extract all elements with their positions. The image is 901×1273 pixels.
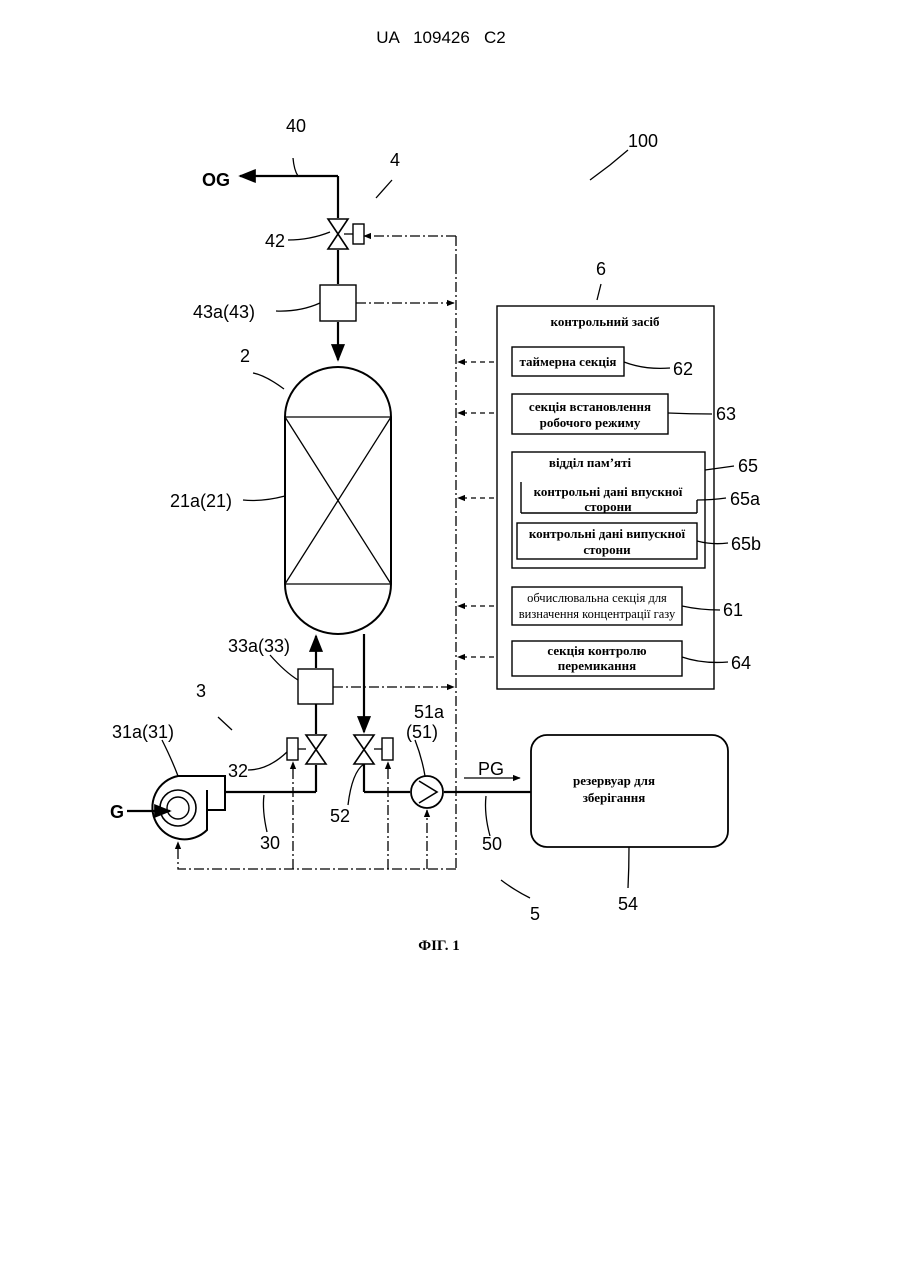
ref-51a: 51a bbox=[414, 702, 445, 722]
outlet-data-label-line2: сторони bbox=[583, 542, 631, 557]
switch-section-label-line1: секція контролю bbox=[547, 643, 646, 658]
ref-31a: 31a(31) bbox=[112, 722, 174, 742]
inlet-data-label-line1: контрольні дані впускної bbox=[534, 484, 683, 499]
memory-section-label: відділ пам’яті bbox=[549, 455, 632, 470]
ref-65b: 65b bbox=[731, 534, 761, 554]
calc-section-label-line2: визначення концентрації газу bbox=[519, 607, 676, 621]
ref-51: (51) bbox=[406, 722, 438, 742]
ref-g: G bbox=[110, 802, 124, 822]
blower-31a bbox=[152, 776, 225, 839]
ref-30: 30 bbox=[260, 833, 280, 853]
ref-21a: 21a(21) bbox=[170, 491, 232, 511]
outlet-data-label-line1: контрольні дані випускної bbox=[529, 526, 686, 541]
ref-33a: 33a(33) bbox=[228, 636, 290, 656]
ref-64: 64 bbox=[731, 653, 751, 673]
outlet-sensor-43a bbox=[320, 285, 356, 321]
calc-section-label-line1: обчислювальна секція для bbox=[527, 591, 667, 605]
switch-section-label-line2: перемикання bbox=[558, 658, 636, 673]
figure-caption: ФІГ. 1 bbox=[418, 938, 460, 954]
tank-label-line2: зберігання bbox=[583, 790, 646, 805]
inlet-data-label-line2: сторони bbox=[584, 499, 632, 514]
ref-43a: 43a(43) bbox=[193, 302, 255, 322]
control-unit-title: контрольний засіб bbox=[551, 314, 660, 329]
ref-2: 2 bbox=[240, 346, 250, 366]
mode-section-label-line1: секція встановлення bbox=[529, 399, 651, 414]
adsorption-tower-2 bbox=[285, 367, 391, 634]
timer-section-label: таймерна секція bbox=[520, 354, 617, 369]
ref-65a: 65a bbox=[730, 489, 761, 509]
ref-50: 50 bbox=[482, 834, 502, 854]
product-valve-52 bbox=[354, 735, 393, 764]
ref-pg: PG bbox=[478, 759, 504, 779]
inlet-valve-32 bbox=[287, 735, 326, 764]
ref-52: 52 bbox=[330, 806, 350, 826]
ref-40: 40 bbox=[286, 116, 306, 136]
compressor-51a bbox=[411, 776, 443, 808]
ref-3: 3 bbox=[196, 681, 206, 701]
ref-100: 100 bbox=[628, 131, 658, 151]
patent-number: UA 109426 C2 bbox=[376, 28, 505, 47]
ref-65: 65 bbox=[738, 456, 758, 476]
tank-label-line1: резервуар для bbox=[573, 773, 655, 788]
ref-61: 61 bbox=[723, 600, 743, 620]
ref-63: 63 bbox=[716, 404, 736, 424]
ref-42: 42 bbox=[265, 231, 285, 251]
mode-section-label-line2: робочого режиму bbox=[540, 415, 641, 430]
ref-6: 6 bbox=[596, 259, 606, 279]
ref-54: 54 bbox=[618, 894, 638, 914]
ref-62: 62 bbox=[673, 359, 693, 379]
inlet-sensor-33a bbox=[298, 669, 333, 704]
ref-5: 5 bbox=[530, 904, 540, 924]
ref-4: 4 bbox=[390, 150, 400, 170]
ref-og: OG bbox=[202, 170, 230, 190]
outlet-line-40 bbox=[240, 176, 338, 360]
outlet-valve-42 bbox=[328, 219, 364, 249]
ref-32: 32 bbox=[228, 761, 248, 781]
